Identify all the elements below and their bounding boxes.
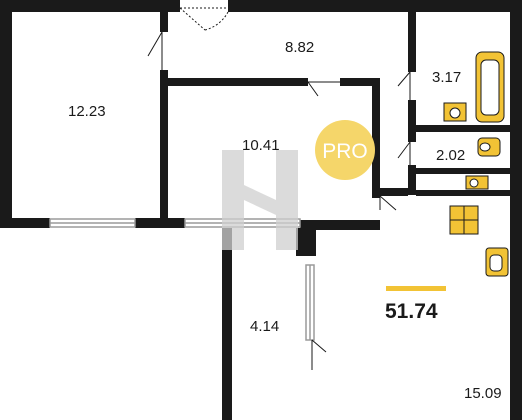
door-toilet	[397, 141, 411, 165]
door-kitchen	[379, 195, 397, 211]
sink-kitchen-icon	[485, 247, 509, 277]
bathtub-icon	[475, 51, 505, 123]
watermark-logo	[222, 150, 298, 250]
total-area: 51.74	[385, 300, 438, 323]
room-area-kitchen: 15.09	[464, 385, 502, 402]
room-area-toilet: 2.02	[436, 147, 465, 164]
doors	[147, 7, 411, 370]
pro-badge: PRO	[315, 120, 375, 180]
stove-icon	[449, 205, 479, 235]
door-bathroom	[397, 71, 411, 100]
toilet-icon	[477, 137, 501, 157]
door-loggia	[311, 339, 327, 370]
door-middle-room	[307, 81, 340, 97]
sink-toilet-icon	[465, 175, 489, 190]
room-area-loggia: 4.14	[250, 318, 279, 335]
room-area-left: 12.23	[68, 103, 106, 120]
door-entrance	[179, 7, 229, 31]
door-left-room	[147, 31, 163, 70]
sink-bathroom-icon	[443, 102, 467, 122]
room-area-corridor: 8.82	[285, 39, 314, 56]
fixtures	[443, 51, 509, 277]
svg-text:PRO: PRO	[322, 140, 368, 163]
room-area-bathroom: 3.17	[432, 69, 461, 86]
room-area-middle: 10.41	[242, 137, 280, 154]
total-area-bar	[386, 286, 446, 291]
inner-walls	[160, 12, 510, 230]
